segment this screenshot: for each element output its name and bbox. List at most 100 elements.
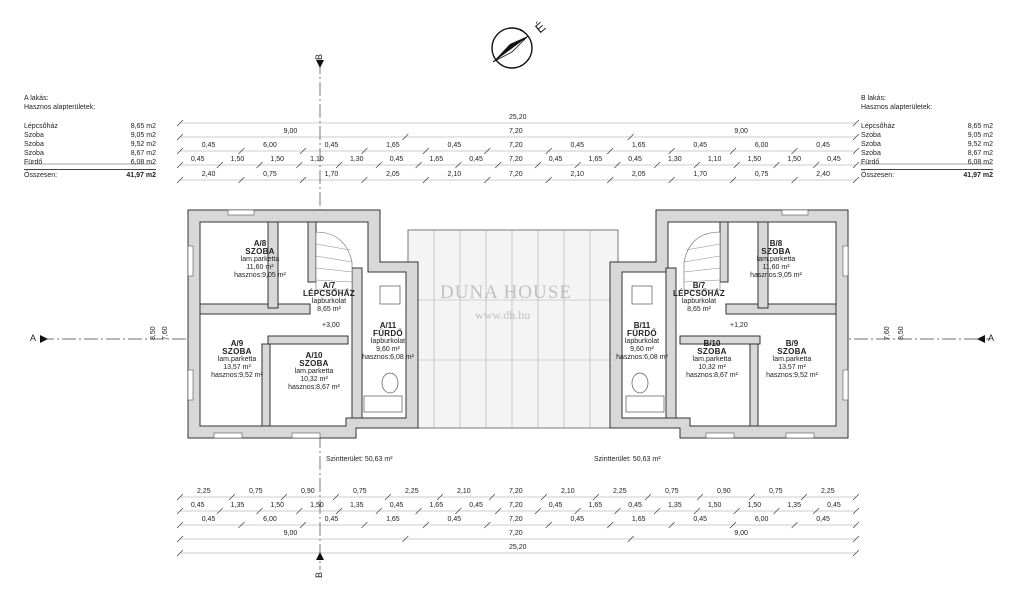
dimension-tick bbox=[299, 521, 307, 529]
floor-area-a: Szintterület: 50,63 m² bbox=[326, 456, 393, 463]
dimension-label: 0,45 bbox=[201, 142, 216, 149]
side-dim-left-inner: 7,60 bbox=[162, 326, 169, 340]
dimension-label: 2,40 bbox=[201, 171, 216, 178]
dimension-tick bbox=[176, 493, 184, 501]
dimension-tick bbox=[436, 493, 444, 501]
dimension-label: 0,45 bbox=[447, 516, 462, 523]
dimension-label: 2,10 bbox=[561, 488, 575, 495]
dimension-tick bbox=[813, 507, 820, 515]
dimension-label: 7,20 bbox=[509, 128, 523, 135]
dimension-label: 1,65 bbox=[386, 142, 400, 149]
dimension-tick bbox=[176, 176, 184, 184]
dimension-tick bbox=[693, 161, 701, 169]
dimension-tick bbox=[484, 147, 491, 155]
dimension-tick bbox=[748, 493, 756, 501]
dimension-tick bbox=[299, 176, 307, 184]
dimension-label: 1,35 bbox=[668, 502, 682, 509]
dimension-label: 2,25 bbox=[613, 488, 627, 495]
dimension-tick bbox=[494, 507, 502, 515]
dimension-tick bbox=[852, 507, 860, 515]
dimension-tick bbox=[574, 161, 581, 169]
dimension-label: 1,50 bbox=[787, 156, 801, 163]
dimension-label: 0,75 bbox=[769, 488, 783, 495]
dimension-tick bbox=[852, 535, 860, 543]
dimension-label: 0,45 bbox=[201, 516, 216, 523]
dimension-tick bbox=[773, 507, 780, 515]
dimension-label: 7,20 bbox=[509, 502, 523, 509]
dimension-label: 7,20 bbox=[509, 142, 523, 149]
dimension-tick bbox=[375, 507, 383, 515]
legend-apartment-a: A lakás: Hasznos alapterületek: Lépcsőhá… bbox=[24, 94, 156, 180]
dimension-tick bbox=[606, 147, 614, 155]
dimension-label: 0,45 bbox=[816, 516, 830, 523]
legend-total: Összesen:41,97 m2 bbox=[24, 169, 156, 180]
dimension-tick bbox=[545, 147, 552, 155]
dimension-label: 6,00 bbox=[754, 142, 769, 149]
dimension-tick bbox=[238, 147, 245, 155]
dimension-label: 0,45 bbox=[190, 502, 205, 509]
dimension-tick bbox=[729, 147, 737, 155]
dimension-label: 2,25 bbox=[405, 488, 419, 495]
dimension-label: 0,45 bbox=[389, 502, 404, 509]
dimension-label: 1,50 bbox=[707, 502, 722, 509]
dimension-label: 0,75 bbox=[754, 171, 769, 178]
dimension-label: 1,65 bbox=[588, 502, 603, 509]
legend-title: B lakás: bbox=[861, 95, 886, 102]
dimension-label: 0,45 bbox=[693, 142, 707, 149]
dimension-label: 2,10 bbox=[457, 488, 471, 495]
dimension-tick bbox=[606, 176, 614, 184]
dimension-tick bbox=[494, 161, 502, 169]
dimension-label: 1,35 bbox=[349, 502, 364, 509]
dimension-tick bbox=[733, 507, 740, 515]
dimension-label: 2,25 bbox=[821, 488, 835, 495]
dimension-tick bbox=[733, 161, 740, 169]
dimension-tick bbox=[534, 507, 542, 515]
dimension-label: 0,45 bbox=[628, 502, 642, 509]
dimension-label: 0,45 bbox=[570, 142, 585, 149]
dimension-tick bbox=[534, 161, 542, 169]
dimension-tick bbox=[216, 507, 223, 515]
dimension-tick bbox=[375, 161, 383, 169]
dimension-tick bbox=[332, 493, 340, 501]
section-label-b-bottom: B bbox=[314, 571, 325, 579]
north-arrow-icon bbox=[491, 27, 533, 69]
dimension-label: 1,65 bbox=[588, 156, 603, 163]
dimension-tick bbox=[238, 176, 245, 184]
side-dim-right-inner: 7,60 bbox=[884, 326, 891, 340]
dimension-tick bbox=[238, 521, 245, 529]
dimension-tick bbox=[729, 521, 737, 529]
dimension-label: 0,45 bbox=[570, 516, 585, 523]
dimension-label: 1,30 bbox=[668, 156, 682, 163]
dimension-label: 1,50 bbox=[270, 156, 285, 163]
dimension-label: 7,20 bbox=[509, 488, 523, 495]
dimension-tick bbox=[228, 493, 236, 501]
dimension-label: 0,75 bbox=[263, 171, 277, 178]
dimension-tick bbox=[693, 507, 701, 515]
side-dim-right-outer: 8,50 bbox=[898, 326, 905, 340]
dimension-tick bbox=[415, 507, 422, 515]
dimension-tick bbox=[592, 493, 600, 501]
dimension-tick bbox=[176, 549, 184, 557]
dimension-tick bbox=[574, 507, 581, 515]
section-label-a-right: A bbox=[988, 333, 995, 343]
dimension-tick bbox=[852, 147, 860, 155]
dimension-label: 0,45 bbox=[628, 156, 642, 163]
dimension-label: 1,50 bbox=[230, 156, 245, 163]
dimension-tick bbox=[791, 176, 798, 184]
legend-subtitle: Hasznos alapterületek: bbox=[861, 104, 933, 111]
dimension-label: 1,65 bbox=[429, 502, 444, 509]
dimension-tick bbox=[402, 133, 409, 141]
legend-total: Összesen:41,97 m2 bbox=[861, 169, 993, 180]
